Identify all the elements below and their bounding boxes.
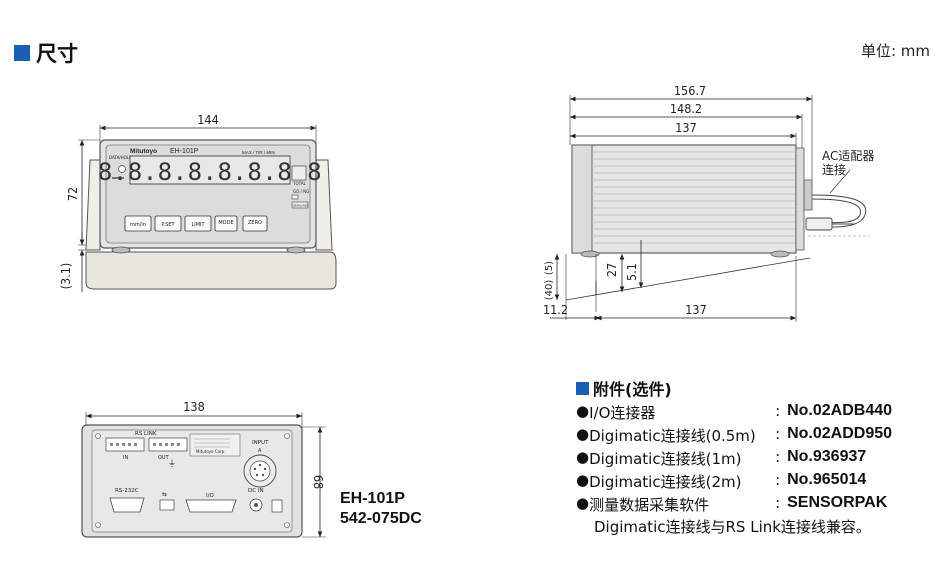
- accessory-part-number: No.02ADB440: [787, 402, 893, 419]
- side-view: 156.7 148.2 137 AC适配器 连接: [543, 83, 874, 322]
- io-port: [185, 499, 237, 513]
- accessory-sep: :: [775, 494, 781, 512]
- accessory-sep: :: [775, 448, 781, 466]
- accessory-item: ● Digimatic连接线(2m) : No.965014: [576, 471, 866, 492]
- accessories-title-text: 附件(选件): [593, 380, 672, 399]
- pset-button[interactable]: [154, 215, 182, 232]
- accessory-item: ● 测量数据采集软件 : SENSORPAK: [576, 494, 887, 515]
- rear-width-dim: 138: [183, 399, 204, 414]
- front-model-logo: EH-101P: [170, 148, 199, 155]
- bullet-icon: ●: [576, 402, 590, 420]
- front-left-label: DATA/HOLD: [109, 155, 132, 160]
- accessory-part-number: No.02ADD950: [787, 425, 893, 442]
- side-dim-h1: 27: [604, 263, 619, 277]
- rear-input-sub: A: [258, 448, 262, 454]
- heading-title: 尺寸: [36, 42, 78, 66]
- mode-button[interactable]: [214, 215, 238, 232]
- front-button-row: mm/in P.SET LIMIT MODE ZERO: [124, 215, 268, 232]
- rear-maker-label: Mitutoyo Corp.: [196, 449, 225, 454]
- pset-button-label: P.SET: [161, 222, 175, 228]
- rear-nameplate: [189, 433, 241, 457]
- side-dim-1: 156.7: [674, 83, 706, 98]
- limit-button[interactable]: [184, 215, 212, 232]
- front-display-top: MAX / TIR / MIN: [242, 150, 275, 155]
- accessory-sep: :: [775, 471, 781, 489]
- usb-port: [159, 499, 175, 511]
- rear-ground-icon: ⏚: [168, 459, 176, 468]
- section-heading: 尺寸: [14, 38, 78, 68]
- bullet-icon: ●: [576, 471, 590, 489]
- front-height-dim: 72: [65, 187, 80, 201]
- adapter-label-1: AC适配器: [822, 149, 874, 163]
- accessory-name: I/O连接器: [589, 404, 656, 422]
- front-zero-label: ZERO/ABS: [293, 204, 308, 208]
- front-led-readout: 8.8.8.8.8.8.8.8: [98, 158, 322, 186]
- accessory-name: Digimatic连接线(2m): [589, 473, 742, 491]
- rear-dcin-label: DC IN: [248, 488, 264, 494]
- side-dim-b1: 11.2: [543, 302, 568, 317]
- rear-input-label: INPUT: [252, 440, 269, 446]
- unit-label: 单位: mm: [860, 42, 930, 60]
- bullet-icon: ●: [576, 425, 590, 443]
- rs232c-port: [109, 497, 145, 513]
- adapter-plug: [805, 217, 833, 231]
- front-gong-label: GO / NG: [293, 189, 309, 194]
- accessory-part-number: No.936937: [787, 448, 867, 465]
- accessory-sep: :: [775, 402, 781, 420]
- side-housing: [571, 144, 797, 254]
- accessory-part-number: No.965014: [787, 471, 867, 488]
- front-stand-base: [85, 251, 337, 290]
- usb-icon: ⇆: [162, 491, 167, 498]
- rear-in-label: IN: [123, 455, 128, 461]
- bullet-icon: ●: [576, 494, 590, 512]
- side-dim-h4: (5): [544, 261, 555, 275]
- model-code: 542-075DC: [340, 510, 422, 527]
- front-led-display: [129, 155, 291, 185]
- rear-out-label: OUT: [158, 455, 170, 461]
- rear-height-dim: 68: [311, 475, 326, 489]
- accessories-square-icon: [576, 381, 589, 395]
- mm-in-button[interactable]: [124, 215, 152, 232]
- side-dim-h2: 5.1: [624, 263, 639, 281]
- side-dim-h3: (40): [544, 280, 555, 301]
- mode-button-label: MODE: [218, 220, 233, 226]
- zero-button[interactable]: [242, 215, 268, 232]
- accessory-name: Digimatic连接线(1m): [589, 450, 742, 468]
- accessory-name: 测量数据采集软件: [589, 496, 710, 514]
- rear-io-label: I/O: [206, 493, 214, 499]
- front-brand: Mitutoyo: [130, 148, 157, 155]
- limit-button-label: LIMIT: [191, 222, 205, 228]
- model-name: EH-101P: [340, 490, 405, 507]
- front-foot-dim: (3.1): [58, 263, 73, 290]
- rear-rslink-label: RS LINK: [135, 431, 157, 437]
- accessory-item: ● Digimatic连接线(1m) : No.936937: [576, 448, 866, 469]
- rear-rs232c-label: RS-232C: [115, 488, 139, 494]
- front-width-dim: 144: [197, 112, 218, 127]
- front-total-label: TOTAL: [292, 181, 306, 186]
- accessories-title: 附件(选件): [576, 376, 672, 400]
- accessories-note: Digimatic连接线与RS Link连接线兼容。: [594, 518, 871, 536]
- accessory-part-number: SENSORPAK: [787, 494, 888, 511]
- side-dim-2: 148.2: [670, 101, 702, 116]
- accessory-name: Digimatic连接线(0.5m): [589, 427, 756, 445]
- adapter-label-2: 连接: [822, 162, 846, 177]
- bullet-icon: ●: [576, 448, 590, 466]
- accessory-item: ● I/O连接器 : No.02ADB440: [576, 402, 892, 423]
- accessory-sep: :: [775, 425, 781, 443]
- rear-view: 138 68 RS LINK IN OUT Mitutoyo Corp. INP…: [81, 399, 326, 538]
- front-indicator-led: [118, 165, 126, 173]
- zero-button-label: ZERO: [248, 220, 262, 226]
- mm-in-button-label: mm/in: [130, 222, 146, 228]
- heading-square-icon: [14, 45, 30, 61]
- side-dim-b2: 137: [685, 302, 706, 317]
- front-view: 144 72 (3.1) Mitutoyo EH-101P MAX / TIR …: [58, 112, 337, 292]
- accessory-item: ● Digimatic连接线(0.5m) : No.02ADD950: [576, 425, 892, 446]
- side-dim-3: 137: [675, 120, 696, 135]
